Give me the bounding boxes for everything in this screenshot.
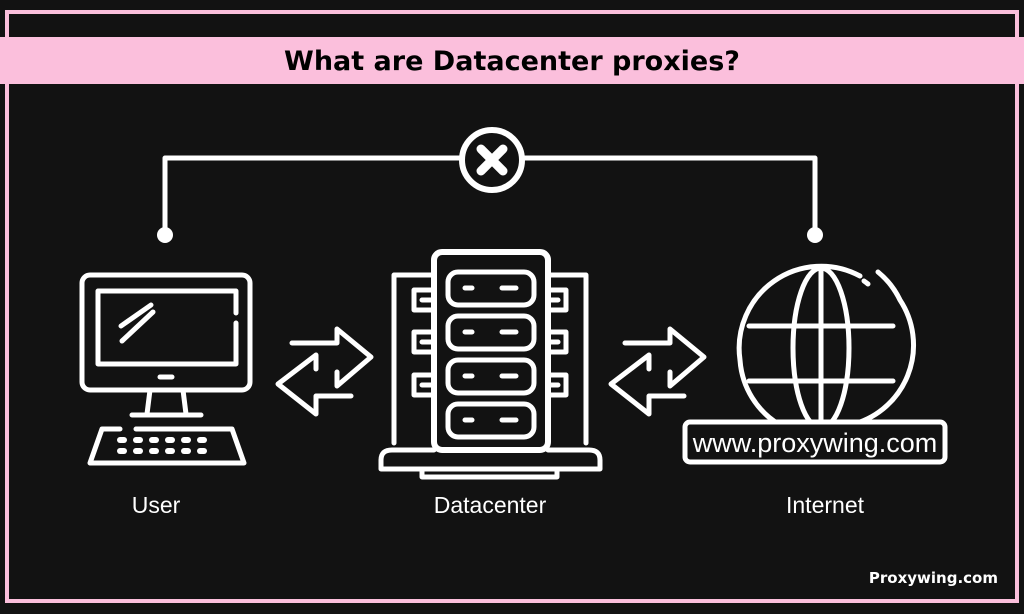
x-circle-icon	[459, 127, 525, 193]
exchange-arrows-icon	[275, 326, 374, 417]
direct-connection-line	[157, 155, 823, 243]
globe-icon	[736, 263, 916, 431]
monitor-icon	[79, 272, 253, 418]
page-title: What are Datacenter proxies?	[284, 46, 740, 77]
user-label: User	[132, 492, 181, 518]
title-bar	[0, 37, 1024, 84]
url-text: www.proxywing.com	[692, 428, 938, 458]
server-icon	[378, 249, 603, 480]
url-box: www.proxywing.com	[682, 419, 948, 465]
keyboard-icon	[87, 426, 247, 466]
datacenter-label: Datacenter	[434, 492, 547, 518]
exchange-arrows-icon	[608, 326, 707, 417]
watermark: Proxywing.com	[869, 569, 998, 587]
internet-label: Internet	[786, 492, 865, 518]
pink-frame	[5, 10, 1019, 603]
